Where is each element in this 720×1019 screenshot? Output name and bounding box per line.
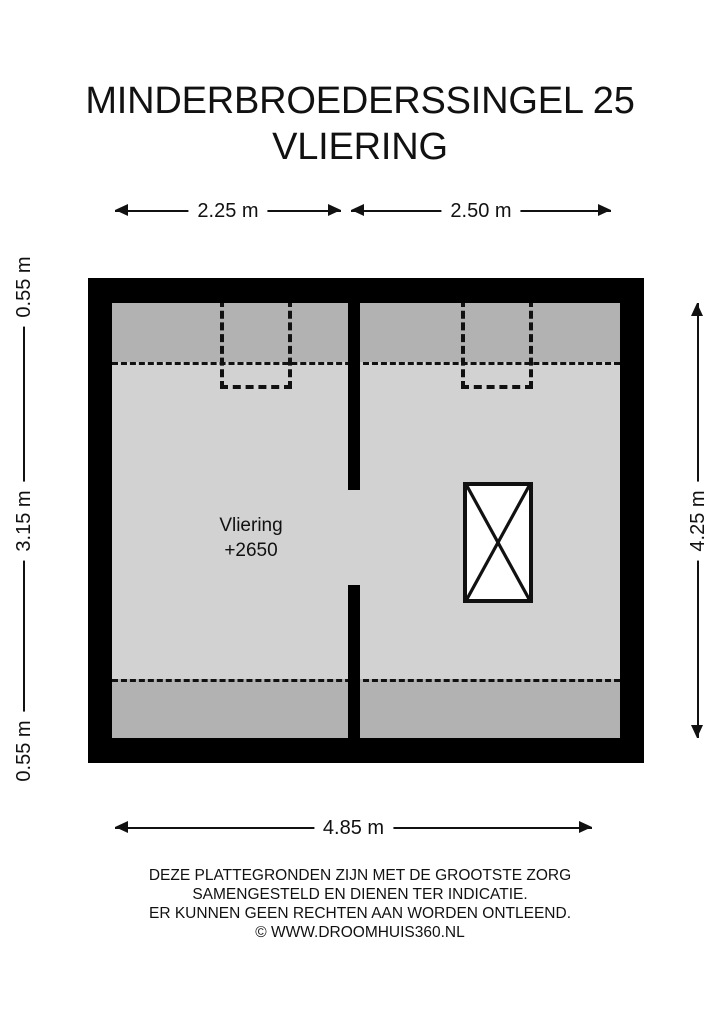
dimension-left-bottom-label: 0.55 m xyxy=(13,711,35,791)
arrow-right-icon xyxy=(598,204,611,216)
arrow-down-icon xyxy=(691,725,703,738)
title-floor: VLIERING xyxy=(272,126,448,168)
arrow-left-icon xyxy=(115,821,128,833)
dimension-bottom-label: 4.85 m xyxy=(313,818,394,838)
footer-line-3: ER KUNNEN GEEN RECHTEN AAN WORDEN ONTLEE… xyxy=(149,905,571,922)
floorplan-drawing: Vliering +2650 xyxy=(88,278,644,763)
arrow-left-icon xyxy=(351,204,364,216)
page-title: MINDERBROEDERSSINGEL 25 VLIERING xyxy=(0,78,720,170)
dimension-top-right-label: 2.50 m xyxy=(441,201,521,221)
dimension-right-label: 4.25 m xyxy=(687,480,709,561)
knee-wall-line-bottom xyxy=(112,679,620,682)
dormer-outline-right xyxy=(461,303,533,389)
arrow-left-icon xyxy=(115,204,128,216)
dormer-outline-left xyxy=(220,303,292,389)
dimension-left-bottom: 0.55 m xyxy=(13,679,35,791)
footer-line-2: SAMENGESTELD EN DIENEN TER INDICATIE. xyxy=(192,886,528,903)
roof-slope-band-bottom xyxy=(112,679,620,738)
footer-copyright: © WWW.DROOMHUIS360.NL xyxy=(255,924,465,941)
knee-wall-line-top xyxy=(112,362,620,365)
arrow-right-icon xyxy=(579,821,592,833)
arrow-up-icon xyxy=(691,303,703,316)
floorplan-interior: Vliering +2650 xyxy=(112,303,620,738)
dimension-left-top-label: 0.55 m xyxy=(13,247,35,327)
dimension-left-middle: 3.15 m xyxy=(13,363,35,679)
dimension-left-middle-label: 3.15 m xyxy=(13,481,35,561)
dimension-left-top: 0.55 m xyxy=(13,247,35,363)
dimension-top-right: 2.50 m xyxy=(351,201,611,221)
room-level: +2650 xyxy=(224,540,278,561)
room-label: Vliering +2650 xyxy=(166,513,336,563)
title-address: MINDERBROEDERSSINGEL 25 xyxy=(85,80,635,122)
dimension-top-left: 2.25 m xyxy=(115,201,341,221)
footer-disclaimer: DEZE PLATTEGRONDEN ZIJN MET DE GROOTSTE … xyxy=(0,866,720,942)
hatch-cross-icon xyxy=(467,486,529,599)
arrow-right-icon xyxy=(328,204,341,216)
dimension-bottom: 4.85 m xyxy=(115,818,592,838)
footer-line-1: DEZE PLATTEGRONDEN ZIJN MET DE GROOTSTE … xyxy=(148,867,572,884)
interior-wall-lower xyxy=(348,585,360,738)
dimension-right: 4.25 m xyxy=(687,303,709,738)
roof-slope-band-top xyxy=(112,303,620,362)
dimension-top-left-label: 2.25 m xyxy=(188,201,268,221)
room-name: Vliering xyxy=(219,515,283,536)
interior-wall-upper xyxy=(348,303,360,490)
loft-hatch xyxy=(463,482,533,603)
